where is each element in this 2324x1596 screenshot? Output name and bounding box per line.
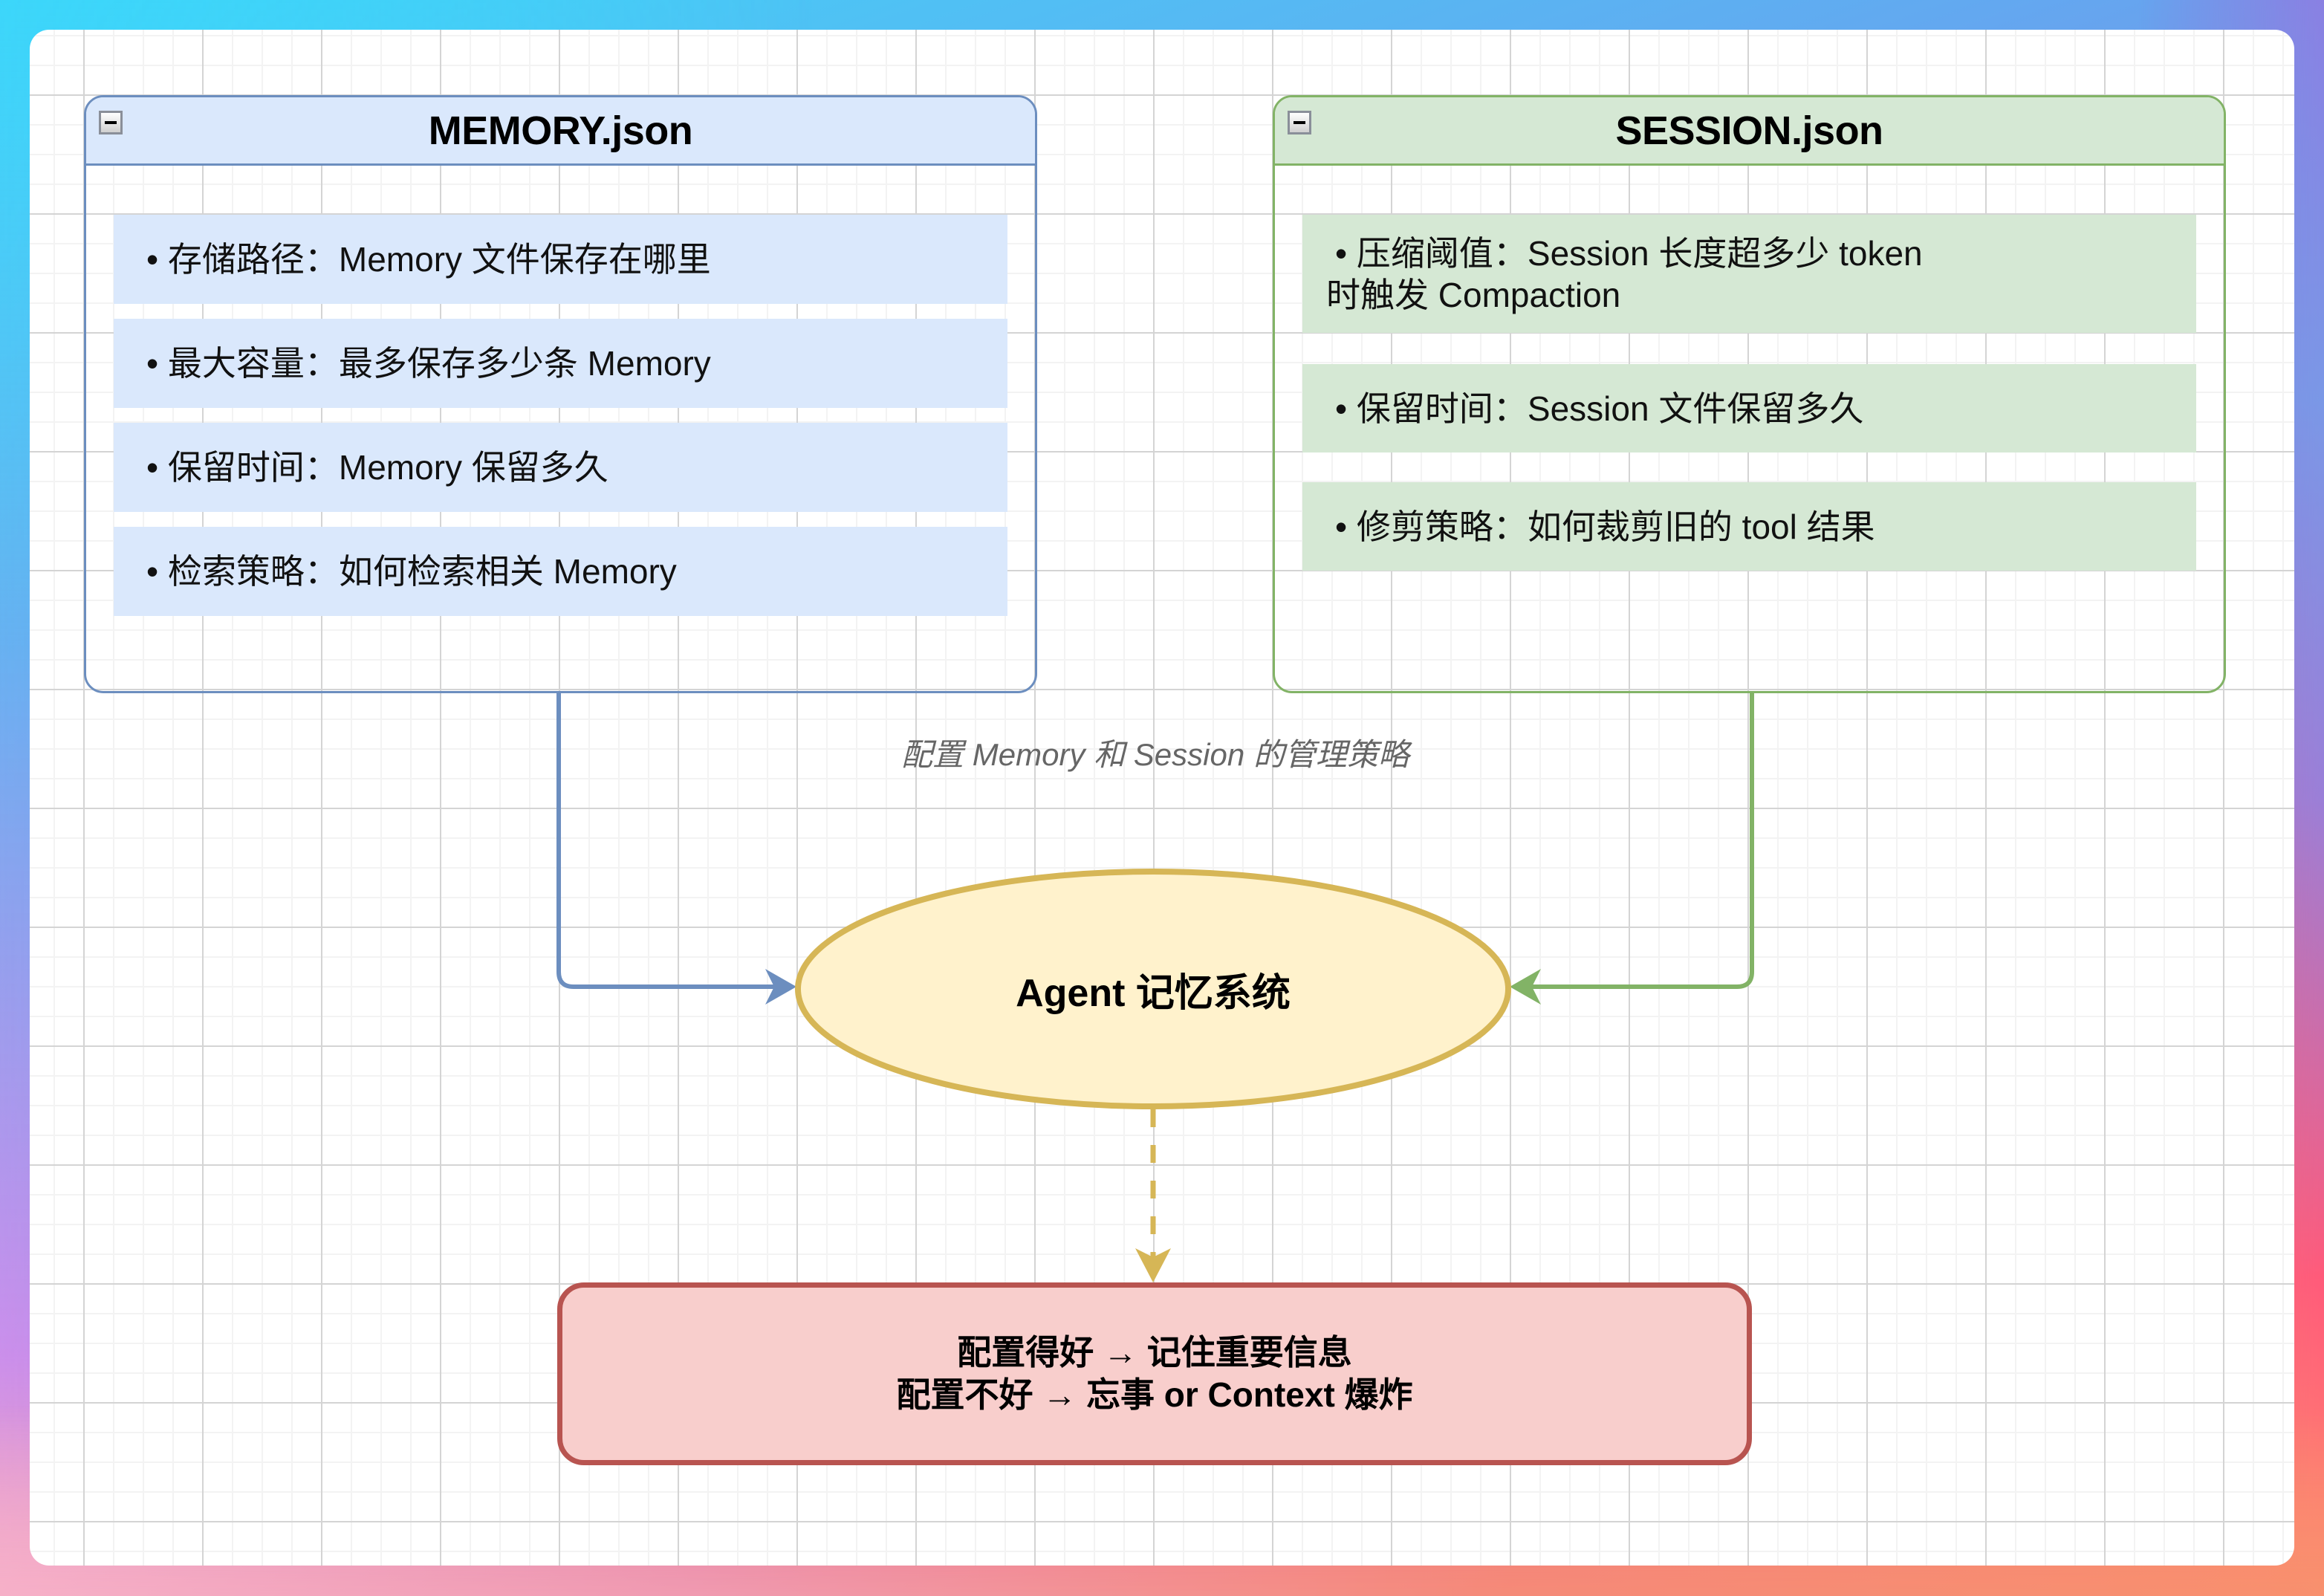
agent-memory-system-label: Agent 记忆系统 — [1016, 971, 1291, 1015]
session-item-compression-threshold[interactable]: • 压缩阈值：Session 长度超多少 token 时触发 Compactio… — [1302, 215, 2196, 333]
result-line-bad: 配置不好 → 忘事 or Context 爆炸 — [896, 1375, 1413, 1414]
memory-item-storage-path[interactable]: • 存储路径：Memory 文件保存在哪里 — [114, 215, 1007, 304]
session-arrowhead-icon — [1510, 969, 1541, 1005]
session-item-retention[interactable]: • 保留时间：Session 文件保留多久 — [1302, 364, 2196, 452]
session-json-container[interactable]: SESSION.json • 压缩阈值：Session 长度超多少 token … — [1273, 95, 2226, 693]
collapse-icon[interactable] — [1288, 111, 1311, 134]
memory-item-text: • 检索策略：如何检索相关 Memory — [146, 552, 677, 591]
session-json-title: SESSION.json — [1615, 108, 1883, 153]
session-item-text: • 修剪策略：如何裁剪旧的 tool 结果 — [1335, 507, 1875, 546]
result-arrowhead-icon — [1135, 1248, 1171, 1282]
collapse-icon[interactable] — [99, 111, 123, 134]
memory-item-retention[interactable]: • 保留时间：Memory 保留多久 — [114, 423, 1007, 512]
session-item-text-line2: 时触发 Compaction — [1326, 275, 1621, 314]
memory-item-text: • 保留时间：Memory 保留多久 — [146, 448, 608, 487]
session-item-text-line1: • 压缩阈值：Session 长度超多少 token — [1335, 233, 1923, 273]
memory-item-retrieval-strategy[interactable]: • 检索策略：如何检索相关 Memory — [114, 527, 1007, 616]
memory-item-text: • 存储路径：Memory 文件保存在哪里 — [146, 240, 711, 279]
diagram-canvas: MEMORY.json • 存储路径：Memory 文件保存在哪里 • 最大容量… — [30, 30, 2294, 1566]
session-json-header[interactable]: SESSION.json — [1275, 97, 2224, 166]
memory-arrowhead-icon — [765, 969, 796, 1005]
agent-memory-system-node[interactable] — [795, 869, 1511, 1109]
memory-item-text: • 最大容量：最多保存多少条 Memory — [146, 344, 711, 383]
memory-to-agent-edge[interactable] — [556, 693, 780, 989]
session-item-text: • 保留时间：Session 文件保留多久 — [1335, 389, 1864, 428]
memory-json-container[interactable]: MEMORY.json • 存储路径：Memory 文件保存在哪里 • 最大容量… — [84, 95, 1037, 693]
memory-json-header[interactable]: MEMORY.json — [86, 97, 1035, 166]
memory-item-max-capacity[interactable]: • 最大容量：最多保存多少条 Memory — [114, 319, 1007, 408]
edge-caption: 配置 Memory 和 Session 的管理策略 — [901, 737, 1409, 772]
session-item-pruning-strategy[interactable]: • 修剪策略：如何裁剪旧的 tool 结果 — [1302, 482, 2196, 571]
memory-json-title: MEMORY.json — [428, 108, 693, 153]
result-line-good: 配置得好 → 记住重要信息 — [957, 1333, 1352, 1372]
connectors-layer — [556, 693, 1754, 1282]
result-node[interactable]: 配置得好 → 记住重要信息 配置不好 → 忘事 or Context 爆炸 — [557, 1282, 1752, 1465]
session-to-agent-edge[interactable] — [1525, 693, 1754, 989]
